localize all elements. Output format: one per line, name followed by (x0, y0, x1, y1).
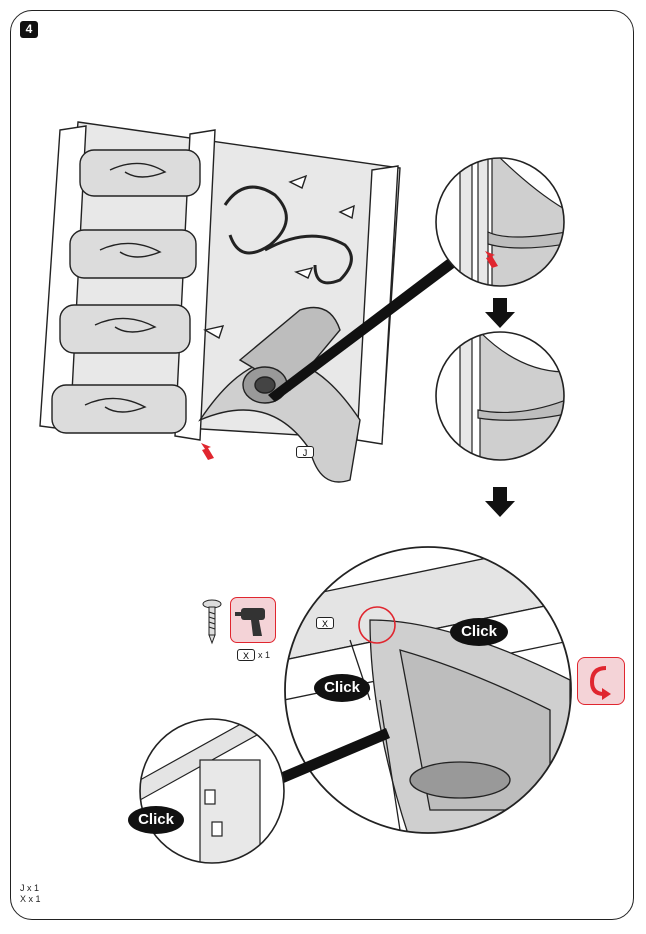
screw-icon (202, 599, 222, 645)
zoom-part-tag: X (316, 617, 334, 629)
click-label: Click (450, 618, 508, 646)
main-part-tag: J (296, 446, 314, 458)
arrow-down-icon (485, 487, 515, 517)
parts-summary: J x 1 X x 1 (20, 883, 41, 905)
drill-icon (235, 608, 265, 636)
parts-list-item: J x 1 (20, 883, 40, 893)
detail-circle-middle (436, 332, 564, 460)
rotate-icon (589, 666, 611, 700)
detail-circle-bottom (140, 719, 284, 863)
rotate-box (577, 657, 625, 705)
leader-line (268, 248, 470, 402)
arrow-down-icon (485, 298, 515, 328)
detail-circle-top (436, 158, 564, 286)
drill-tool-box (230, 597, 276, 643)
click-label: Click (128, 806, 184, 834)
page-frame (10, 10, 634, 920)
parts-list-item: X x 1 (20, 894, 41, 904)
fastener-quantity: x 1 (258, 650, 271, 660)
leader-line-lower (268, 728, 390, 788)
click-label: Click (314, 674, 370, 702)
fastener-part-tag: X (237, 649, 255, 661)
slide-stair-drawing (39, 121, 401, 483)
step-number: 4 (20, 21, 38, 38)
zoom-circle (285, 547, 571, 833)
